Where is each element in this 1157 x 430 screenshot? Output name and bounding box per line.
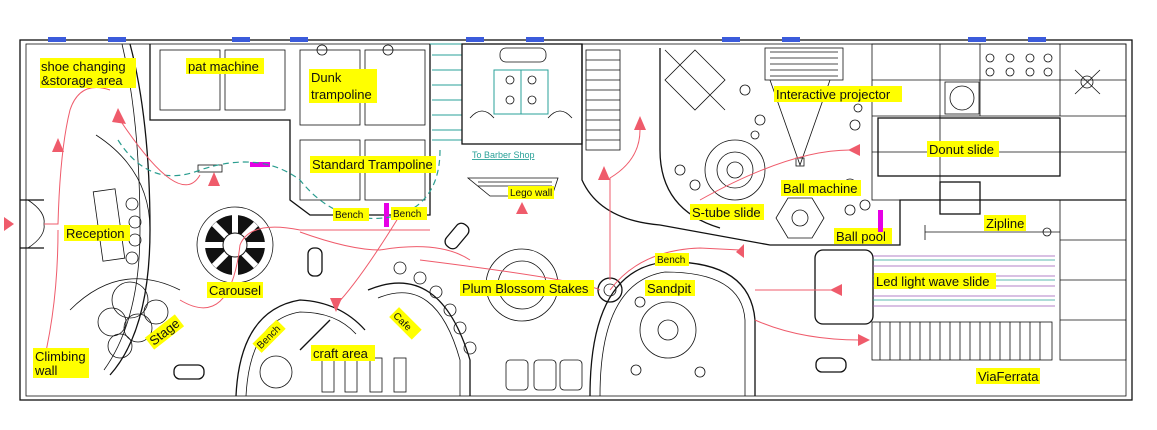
label-craft-area: craft area	[313, 346, 369, 361]
outer-walls	[19, 39, 1133, 401]
cafe-area	[321, 261, 583, 396]
donut-slide-area	[871, 43, 1127, 215]
label-ball-machine: Ball machine	[783, 181, 857, 196]
label-viaferrata: ViaFerrata	[978, 369, 1039, 384]
label-to-barber: To Barber Shop	[472, 150, 535, 160]
teal-boundary	[117, 139, 441, 219]
label-ball-pool: Ball pool	[836, 229, 886, 244]
entrance-door	[4, 199, 45, 249]
label-bench-sandpit: Bench	[657, 255, 685, 266]
stairs	[585, 49, 621, 151]
label-reception: Reception	[66, 226, 125, 241]
carousel	[196, 206, 274, 284]
label-pat-machine: pat machine	[188, 59, 259, 74]
reception-structure	[92, 43, 151, 376]
label-stube-slide: S-tube slide	[692, 205, 761, 220]
arrow-icon	[52, 108, 870, 346]
label-bench-left: Bench	[335, 210, 363, 221]
label-dunk-line2: trampoline	[311, 87, 372, 102]
craft-area-structure	[235, 299, 366, 397]
windows	[48, 37, 1046, 42]
labels: shoe changing &storage area pat machine …	[33, 58, 1040, 384]
car-toy-icon	[173, 222, 847, 380]
label-bench-right: Bench	[393, 209, 421, 220]
label-lego-wall: Lego wall	[510, 188, 552, 199]
lobby-block	[461, 43, 583, 145]
stube-structure	[581, 44, 1126, 246]
label-plum-stakes: Plum Blossom Stakes	[462, 281, 589, 296]
label-led-slide: Led light wave slide	[876, 274, 989, 289]
label-climbing-line2: wall	[34, 363, 58, 378]
label-interactive-projector: Interactive projector	[776, 87, 891, 102]
label-zipline: Zipline	[986, 216, 1024, 231]
label-donut-slide: Donut slide	[929, 142, 994, 157]
label-shoe-line2: &storage area	[41, 73, 123, 88]
stage	[69, 278, 181, 359]
label-sandpit: Sandpit	[647, 281, 691, 296]
zipline	[924, 225, 1060, 240]
label-carousel: Carousel	[209, 283, 261, 298]
label-dunk-line1: Dunk	[311, 70, 342, 85]
bench-marker	[250, 162, 270, 167]
label-standard-trampoline: Standard Trampoline	[312, 157, 433, 172]
label-climbing-line1: Climbing	[35, 349, 86, 364]
label-shoe-line1: shoe changing	[41, 59, 126, 74]
